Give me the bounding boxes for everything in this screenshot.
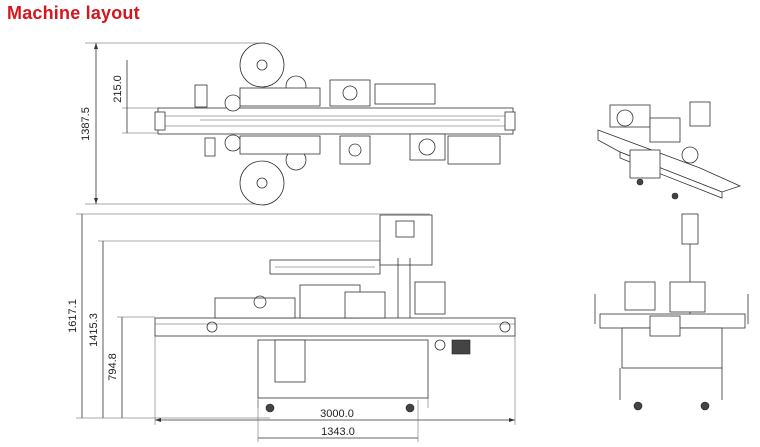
page-title: Machine layout [7, 3, 140, 23]
dim-total-height: 1617.1 [67, 299, 79, 333]
dim-frame-height: 794.8 [107, 353, 119, 381]
dim-base-length: 1343.0 [321, 426, 355, 438]
dim-top-offset: 215.0 [112, 75, 124, 103]
dim-top-height: 1387.5 [80, 107, 92, 141]
front-view [76, 213, 516, 442]
isometric-view [597, 101, 742, 200]
top-view [85, 42, 516, 206]
side-view [594, 213, 749, 411]
dim-conveyor-height: 1415.3 [88, 313, 100, 347]
dim-overall-length: 3000.0 [320, 408, 354, 420]
